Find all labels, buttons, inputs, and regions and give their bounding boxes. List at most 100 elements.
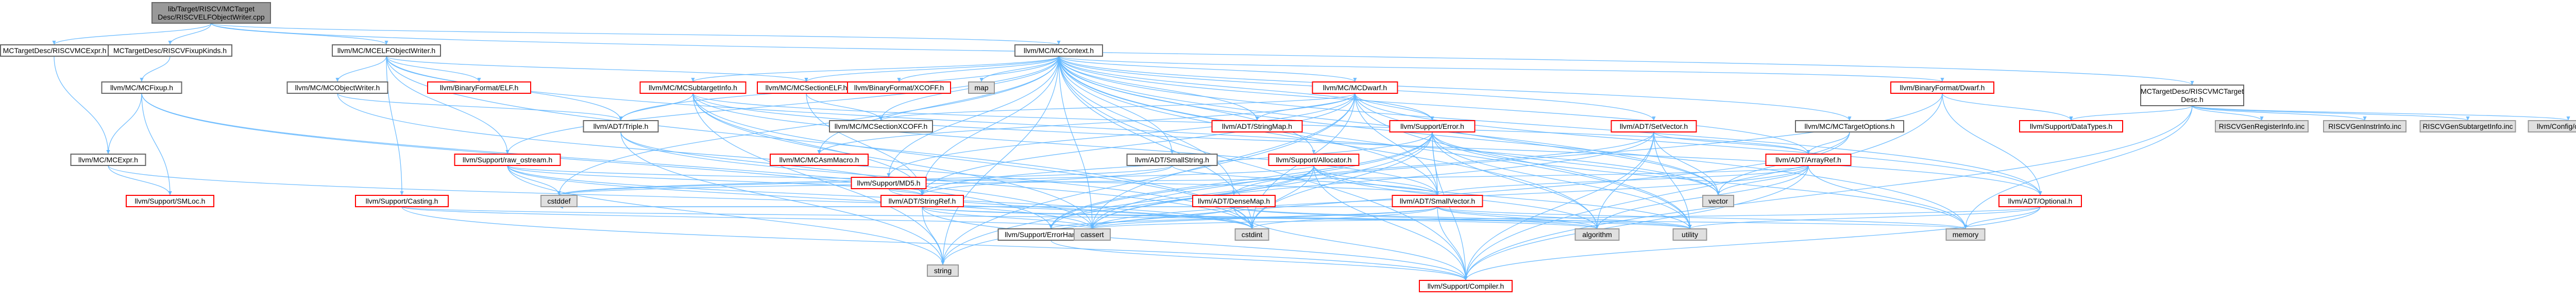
node-root[interactable]: lib/Target/RISCV/MCTargetDesc/RISCVELFOb… xyxy=(151,2,271,24)
node-label: RISCVGenInstrInfo.inc xyxy=(2328,122,2401,130)
node-label: utility xyxy=(1682,230,1698,239)
node-mcfixup[interactable]: llvm/MC/MCFixup.h xyxy=(101,81,182,94)
node-casting[interactable]: llvm/Support/Casting.h xyxy=(355,195,449,207)
node-algorithm: algorithm xyxy=(1574,228,1620,241)
edge-riscvmcexpr-to-mcexpr xyxy=(54,56,110,155)
node-label: llvm/MC/MCFixup.h xyxy=(110,84,173,92)
node-label: llvm/BinaryFormat/XCOFF.h xyxy=(854,84,944,92)
node-box xyxy=(927,264,959,277)
edge-riscvmctargetdesc-to-memory xyxy=(1963,105,2193,229)
node-box xyxy=(1795,120,1904,132)
node-optional[interactable]: llvm/ADT/Optional.h xyxy=(1998,195,2082,207)
file-nodes: lib/Target/RISCV/MCTargetDesc/RISCVELFOb… xyxy=(0,2,2576,292)
node-smallvector[interactable]: llvm/ADT/SmallVector.h xyxy=(1392,195,1483,207)
node-arrayref[interactable]: llvm/ADT/ArrayRef.h xyxy=(1765,154,1852,166)
node-smloc[interactable]: llvm/Support/SMLoc.h xyxy=(126,195,214,207)
node-mcobjectwriter[interactable]: llvm/MC/MCObjectWriter.h xyxy=(286,81,388,94)
node-box xyxy=(1945,228,1986,241)
node-cstddef: cstddef xyxy=(540,195,578,207)
node-rawostream[interactable]: llvm/Support/raw_ostream.h xyxy=(454,154,561,166)
edge-mcsectionelf-to-mcsectionxcoff xyxy=(806,93,883,121)
node-xcoff[interactable]: llvm/BinaryFormat/XCOFF.h xyxy=(847,81,951,94)
node-cassert: cassert xyxy=(1074,228,1111,241)
node-mcsectionxcoff[interactable]: llvm/MC/MCSectionXCOFF.h xyxy=(829,120,933,132)
edge-setvector-to-vector xyxy=(1653,131,1720,196)
edge-mccontext-to-mcsubtargetinfo xyxy=(691,56,1059,82)
node-label: MCTargetDesc/RISCVFixupKinds.h xyxy=(113,46,227,55)
edge-riscvmctargetdesc-to-compiler xyxy=(1464,105,2193,281)
edge-mcdwarf-to-string xyxy=(941,93,1355,265)
node-mcsubtargetinfo[interactable]: llvm/MC/MCSubtargetInfo.h xyxy=(639,81,747,94)
edge-dwarf-to-optional xyxy=(1942,93,2042,196)
node-mctargetoptions[interactable]: llvm/MC/MCTargetOptions.h xyxy=(1795,120,1904,132)
edge-mcelfobjectwriter-to-casting xyxy=(386,56,404,196)
node-mcelfobjectwriter[interactable]: llvm/MC/MCELFObjectWriter.h xyxy=(332,44,441,57)
edge-mccontext-to-compiler xyxy=(1058,56,1468,281)
node-smallstring[interactable]: llvm/ADT/SmallString.h xyxy=(1126,154,1218,166)
node-mcdwarf[interactable]: llvm/MC/MCDwarf.h xyxy=(1312,81,1398,94)
node-box xyxy=(427,81,531,94)
node-datatypes[interactable]: llvm/Support/DataTypes.h xyxy=(2019,120,2123,132)
node-riscvmcexpr[interactable]: MCTargetDesc/RISCVMCExpr.h xyxy=(0,44,109,57)
edge-optional-to-memory xyxy=(1963,206,2041,229)
edge-mcdwarf-to-vector xyxy=(1354,93,1720,196)
node-mcasmmacro[interactable]: llvm/MC/MCAsmMacro.h xyxy=(770,154,869,166)
node-label: llvm/MC/MCExpr.h xyxy=(78,156,138,164)
node-label: llvm/MC/MCELFObjectWriter.h xyxy=(337,46,435,55)
edge-riscvmctargetdesc-to-riscvgensubtargetinfo xyxy=(2192,105,2470,121)
node-mcsectionelf[interactable]: llvm/MC/MCSectionELF.h xyxy=(757,81,856,94)
node-box xyxy=(1392,195,1483,207)
edge-mcfixup-to-cassert xyxy=(141,93,1094,229)
edge-riscvfixupkinds-to-mcfixup xyxy=(140,56,171,82)
node-setvector[interactable]: llvm/ADT/SetVector.h xyxy=(1611,120,1697,132)
node-label: llvm/Support/raw_ostream.h xyxy=(463,156,552,164)
node-box xyxy=(2528,120,2576,132)
node-mcexpr[interactable]: llvm/MC/MCExpr.h xyxy=(70,154,146,166)
edge-mcsubtargetinfo-to-optional xyxy=(692,93,2042,196)
node-allocator[interactable]: llvm/Support/Allocator.h xyxy=(1268,154,1360,166)
edge-mcelfobjectwriter-to-mcsectionelf xyxy=(386,56,808,82)
node-label: llvm/ADT/SmallString.h xyxy=(1135,156,1209,164)
edge-densemap-to-compiler xyxy=(1233,206,1468,281)
node-stringref[interactable]: llvm/ADT/StringRef.h xyxy=(880,195,964,207)
node-memory: memory xyxy=(1945,228,1986,241)
edge-riscvmctargetdesc-to-riscvgenregisterinfo xyxy=(2192,105,2264,121)
edge-mcdwarf-to-optional xyxy=(1354,93,2042,196)
edge-mccontext-to-vector xyxy=(1058,56,1720,196)
node-label: cstdint xyxy=(1242,230,1263,239)
edge-mcsubtargetinfo-to-string xyxy=(692,93,945,265)
node-box xyxy=(1192,195,1276,207)
edge-root-to-mccontext xyxy=(211,23,1060,45)
node-label: llvm/Support/Casting.h xyxy=(366,197,438,205)
node-cstdint: cstdint xyxy=(1234,228,1269,241)
node-label: cassert xyxy=(1080,230,1104,239)
edge-arrayref-to-compiler xyxy=(1464,165,1809,281)
node-densemap[interactable]: llvm/ADT/DenseMap.h xyxy=(1192,195,1276,207)
edge-setvector-to-cassert xyxy=(1090,131,1654,229)
node-label: llvm/Config/config.h xyxy=(2537,122,2576,130)
edge-supporterror-to-errorhandling xyxy=(1049,131,1433,229)
edge-stringref-to-compiler xyxy=(922,206,1468,281)
node-box xyxy=(151,2,271,24)
edge-root-to-riscvmcexpr xyxy=(52,23,212,45)
node-triple[interactable]: llvm/ADT/Triple.h xyxy=(583,120,659,132)
node-label: llvm/MC/MCDwarf.h xyxy=(1323,84,1387,92)
node-mccontext[interactable]: llvm/MC/MCContext.h xyxy=(1014,44,1103,57)
node-stringmap[interactable]: llvm/ADT/StringMap.h xyxy=(1211,120,1303,132)
edge-mcdwarf-to-supporterror xyxy=(1354,93,1434,121)
node-label: llvm/Support/DataTypes.h xyxy=(2030,122,2112,130)
node-box xyxy=(2419,120,2516,132)
edge-setvector-to-compiler xyxy=(1464,131,1654,281)
edge-stringref-to-cassert xyxy=(922,206,1094,229)
node-dwarf[interactable]: llvm/BinaryFormat/Dwarf.h xyxy=(1890,81,1994,94)
node-compiler[interactable]: llvm/Support/Compiler.h xyxy=(1419,280,1513,292)
node-riscvfixupkinds[interactable]: MCTargetDesc/RISCVFixupKinds.h xyxy=(108,44,232,57)
edge-mccontext-to-rawostream xyxy=(505,56,1059,155)
edge-setvector-to-utility xyxy=(1653,131,1692,229)
node-supporterror[interactable]: llvm/Support/Error.h xyxy=(1389,120,1476,132)
node-label: llvm/MC/MCContext.h xyxy=(1024,46,1094,55)
node-md5[interactable]: llvm/Support/MD5.h xyxy=(851,177,927,189)
node-binaryformatelf[interactable]: llvm/BinaryFormat/ELF.h xyxy=(427,81,531,94)
node-label: Desc.h xyxy=(2181,95,2204,104)
